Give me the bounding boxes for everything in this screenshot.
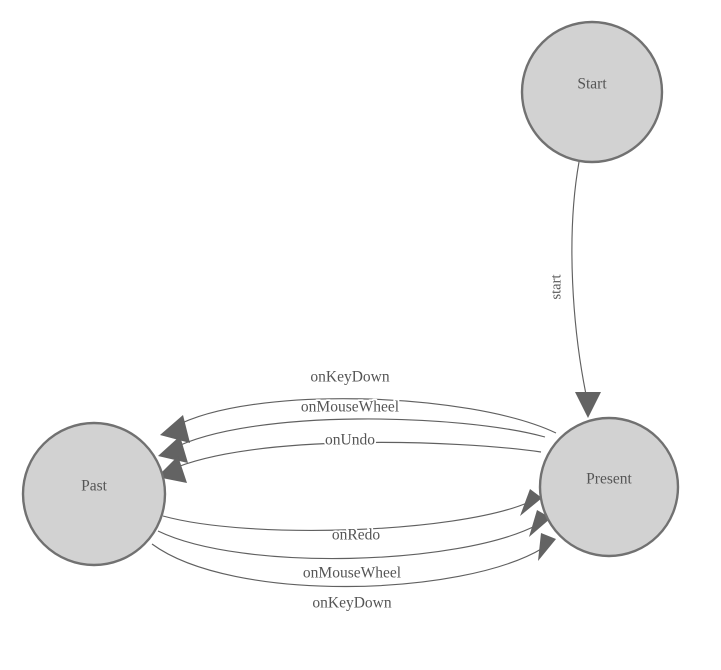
- edge-present-to-past-onkeydown[interactable]: [160, 398, 557, 443]
- edge-line: [571, 161, 589, 405]
- edge-line: [169, 441, 542, 471]
- node-circle-past: [21, 421, 167, 567]
- edge-start-to-present[interactable]: [571, 161, 601, 418]
- edge-present-to-past-onmousewheel[interactable]: [158, 418, 546, 463]
- edge-labels-layer: start onKeyDown onMouseWheel onUndo onRedo on…: [299, 275, 564, 614]
- arrowhead-icon: [158, 436, 188, 463]
- edge-label-past-to-present-onredo: onRedo: [332, 527, 380, 544]
- node-past[interactable]: Past: [21, 421, 167, 567]
- arrowhead-icon: [520, 489, 542, 516]
- edge-line: [162, 502, 528, 532]
- edge-label-present-to-past-onkeydown: onKeyDown: [310, 369, 389, 386]
- edge-line: [151, 543, 544, 588]
- edge-line: [171, 418, 546, 450]
- edge-past-to-present-onkeydown[interactable]: [151, 533, 556, 588]
- arrowhead-icon: [575, 392, 601, 418]
- node-label-present: Present: [586, 471, 632, 488]
- edge-label-start-to-present: start: [548, 275, 564, 300]
- edge-past-to-present-onredo[interactable]: [162, 489, 542, 532]
- edge-present-to-past-onundo[interactable]: [157, 441, 542, 483]
- node-label-start: Start: [577, 76, 607, 93]
- arrowhead-icon: [160, 415, 190, 443]
- node-label-past: Past: [81, 478, 108, 495]
- arrowhead-icon: [538, 533, 556, 561]
- edge-label-present-to-past-onundo: onUndo: [325, 432, 375, 449]
- node-present[interactable]: Present: [538, 416, 680, 558]
- edge-line: [157, 524, 538, 560]
- arrowhead-icon: [157, 456, 187, 483]
- edge-label-present-to-past-onmousewheel: onMouseWheel: [301, 399, 399, 416]
- edge-label-past-to-present-onmousewheel: onMouseWheel: [303, 565, 401, 582]
- edge-line: [173, 398, 557, 434]
- edge-label-past-to-present-onkeydown: onKeyDown: [312, 595, 391, 612]
- node-circle-present: [538, 416, 680, 558]
- node-circle-start: [520, 20, 664, 164]
- node-start[interactable]: Start: [520, 20, 664, 164]
